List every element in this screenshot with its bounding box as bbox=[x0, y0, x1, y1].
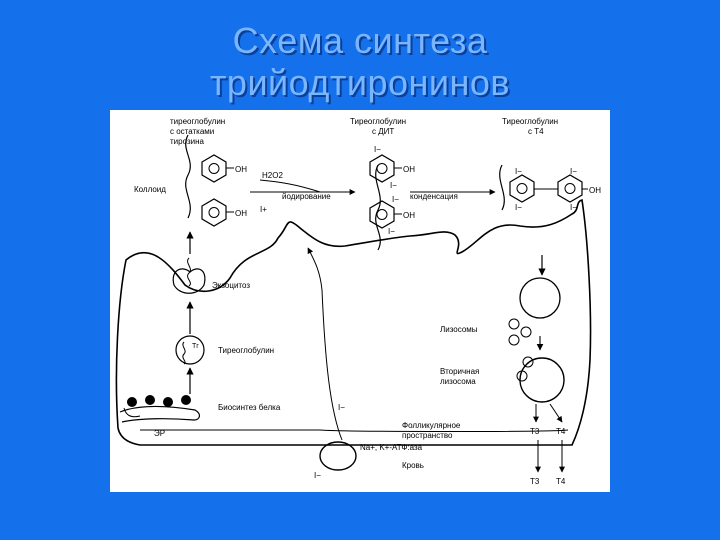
exocytosis-label: Экзоцитоз bbox=[212, 281, 250, 290]
t4-ring-2 bbox=[557, 174, 588, 203]
iodide-label-1: I− bbox=[374, 145, 381, 154]
t4-label-1: Т4 bbox=[556, 427, 566, 436]
lysosomes-label: Лизосомы bbox=[440, 325, 478, 334]
secondary-lysosome-bud-1 bbox=[522, 356, 534, 368]
tg-abbr-label: Тг bbox=[192, 343, 199, 350]
tg-t4-label-1: Тиреоглобулин bbox=[502, 117, 558, 126]
t4-label-2: Т4 bbox=[556, 477, 566, 486]
tg-tyrosine-label-1: тиреоглобулин bbox=[170, 117, 225, 126]
secondary-lysosome-label-2: лизосома bbox=[440, 377, 476, 386]
lysosome-3 bbox=[508, 334, 520, 346]
dit-ring-1 bbox=[369, 154, 402, 183]
tg-t4-label-2: с Т4 bbox=[528, 127, 544, 136]
dit-ring-2 bbox=[369, 200, 402, 229]
iodide-cell-label: I− bbox=[338, 403, 345, 412]
tyrosine-ring-1 bbox=[201, 154, 234, 183]
oh-label-2: OH bbox=[235, 209, 247, 218]
iodide-label-6: I− bbox=[515, 203, 522, 212]
exocytosis-squiggle bbox=[187, 257, 191, 287]
thyroglobulin-label: Тиреоглобулин bbox=[218, 346, 274, 355]
iodide-label-4: I− bbox=[388, 227, 395, 236]
oh-label-4: OH bbox=[403, 211, 415, 220]
secondary-lysosome-bud-2 bbox=[516, 370, 528, 382]
title-line-2: трийодтиронинов bbox=[209, 62, 511, 103]
tg-dit-label-1: Тиреоглобулин bbox=[350, 117, 406, 126]
er-membrane-2 bbox=[123, 407, 141, 418]
slide-title: Схема синтеза трийодтиронинов bbox=[0, 20, 720, 104]
oh-label-1: OH bbox=[235, 165, 247, 174]
t3-label-2: Т3 bbox=[530, 477, 540, 486]
follicular-space-label-2: пространство bbox=[402, 431, 453, 440]
tg-tyrosine-label-2: с остатками bbox=[170, 127, 214, 136]
iodide-label-2: I− bbox=[390, 181, 397, 190]
iodide-label-7: I− bbox=[570, 167, 577, 176]
colloid-strand-mid bbox=[375, 164, 381, 251]
colloid-label: Коллоид bbox=[134, 185, 166, 194]
atpase-pump bbox=[319, 441, 357, 471]
title-line-1: Схема синтеза bbox=[232, 20, 488, 61]
h2o2-arrow bbox=[259, 179, 321, 193]
iodine-plus-label: I+ bbox=[260, 205, 267, 214]
er-membrane bbox=[119, 405, 200, 423]
synthesis-diagram: OH OH OH I− I− OH I− I− bbox=[115, 117, 601, 486]
iodide-label-3: I− bbox=[392, 195, 399, 204]
er-label: ЭР bbox=[154, 429, 165, 438]
lysosome-1 bbox=[508, 318, 520, 330]
endocytic-vesicle bbox=[519, 277, 561, 319]
cell-membrane bbox=[115, 198, 592, 446]
iodination-label: йодирование bbox=[282, 192, 331, 201]
oh-label-3: OH bbox=[403, 165, 415, 174]
ribosomes bbox=[127, 395, 191, 407]
iodide-label-8: I− bbox=[570, 203, 577, 212]
colloid-strand-left bbox=[185, 134, 191, 219]
t4-ring-1 bbox=[509, 174, 558, 203]
iodide-label-5: I− bbox=[515, 167, 522, 176]
condensation-label: конденсация bbox=[410, 192, 458, 201]
h2o2-label: H2O2 bbox=[262, 171, 283, 180]
thyroglobulin-squiggle bbox=[182, 341, 186, 365]
thyroglobulin-vesicle bbox=[175, 335, 205, 365]
iodide-blood-label: I− bbox=[314, 471, 321, 480]
t4-release-arrow-1 bbox=[549, 403, 563, 423]
colloid-strand-right bbox=[499, 164, 505, 211]
tg-tyrosine-label-3: тирозина bbox=[170, 137, 204, 146]
diagram-panel: OH OH OH I− I− OH I− I− bbox=[110, 110, 610, 492]
secondary-lysosome bbox=[519, 357, 565, 403]
secondary-lysosome-label-1: Вторичная bbox=[440, 367, 479, 376]
blood-label: Кровь bbox=[402, 461, 424, 470]
iodide-uptake-path bbox=[307, 247, 343, 441]
exocytosis-vesicle bbox=[172, 268, 206, 294]
tyrosine-ring-2 bbox=[201, 198, 234, 227]
basal-line bbox=[140, 429, 569, 432]
tg-dit-label-2: с ДИТ bbox=[372, 127, 394, 136]
follicular-space-label-1: Фолликулярное bbox=[402, 421, 461, 430]
atpase-label: Na+, K+-АТФ:аза bbox=[360, 443, 423, 452]
lysosome-2 bbox=[520, 326, 532, 338]
oh-label-5: OH bbox=[589, 186, 601, 195]
t3-label-1: Т3 bbox=[530, 427, 540, 436]
protein-biosynthesis-label: Биосинтез белка bbox=[218, 403, 281, 412]
